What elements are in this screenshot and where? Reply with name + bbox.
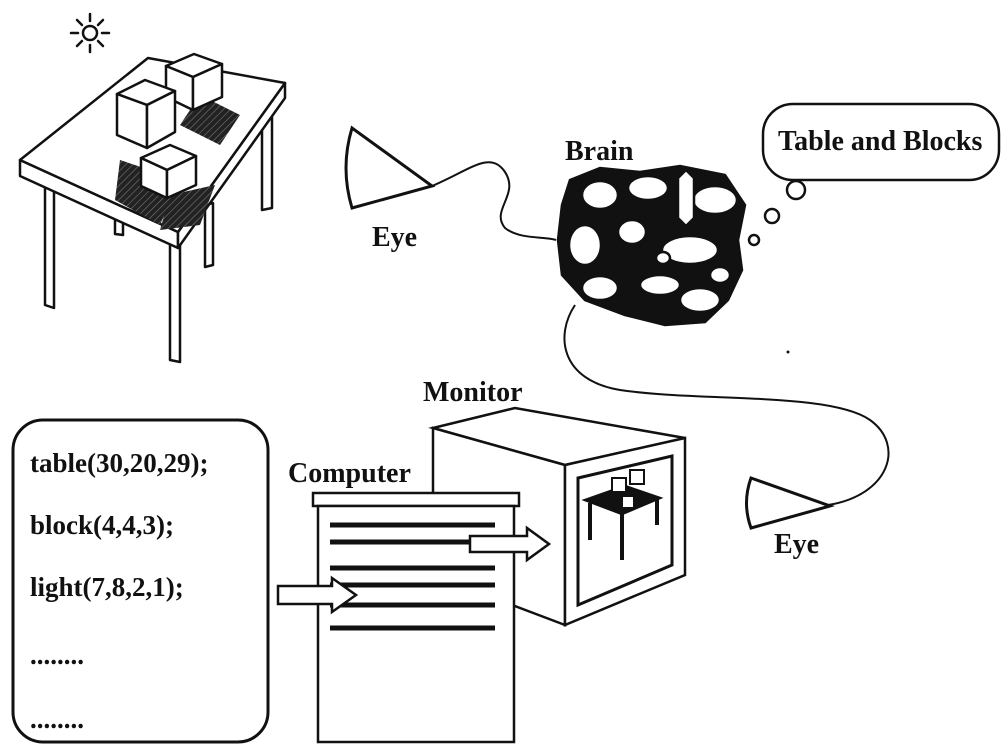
program-line: light(7,8,2,1); — [30, 572, 184, 602]
program-line: ........ — [30, 640, 84, 670]
thought-bubble-icon — [747, 102, 1001, 247]
computer-label: Computer — [288, 458, 411, 489]
arrow-icon — [276, 575, 359, 615]
computer-icon — [311, 491, 521, 744]
program-line: table(30,20,29); — [30, 448, 208, 478]
table-with-blocks — [18, 52, 287, 364]
sun-icon — [69, 12, 111, 54]
program-box — [11, 418, 270, 744]
brain-label: Brain — [565, 136, 634, 167]
eye-label-top: Eye — [372, 222, 417, 253]
program-line: block(4,4,3); — [30, 510, 174, 540]
monitor-label: Monitor — [423, 377, 523, 408]
brain-icon — [556, 164, 747, 327]
eye-label-bottom: Eye — [774, 529, 819, 560]
speck — [786, 350, 790, 354]
program-line: ........ — [30, 704, 84, 734]
arrow-icon — [468, 525, 552, 563]
eye-icon — [344, 125, 436, 210]
eye-icon — [745, 476, 835, 530]
thought-text: Table and Blocks — [778, 126, 982, 157]
